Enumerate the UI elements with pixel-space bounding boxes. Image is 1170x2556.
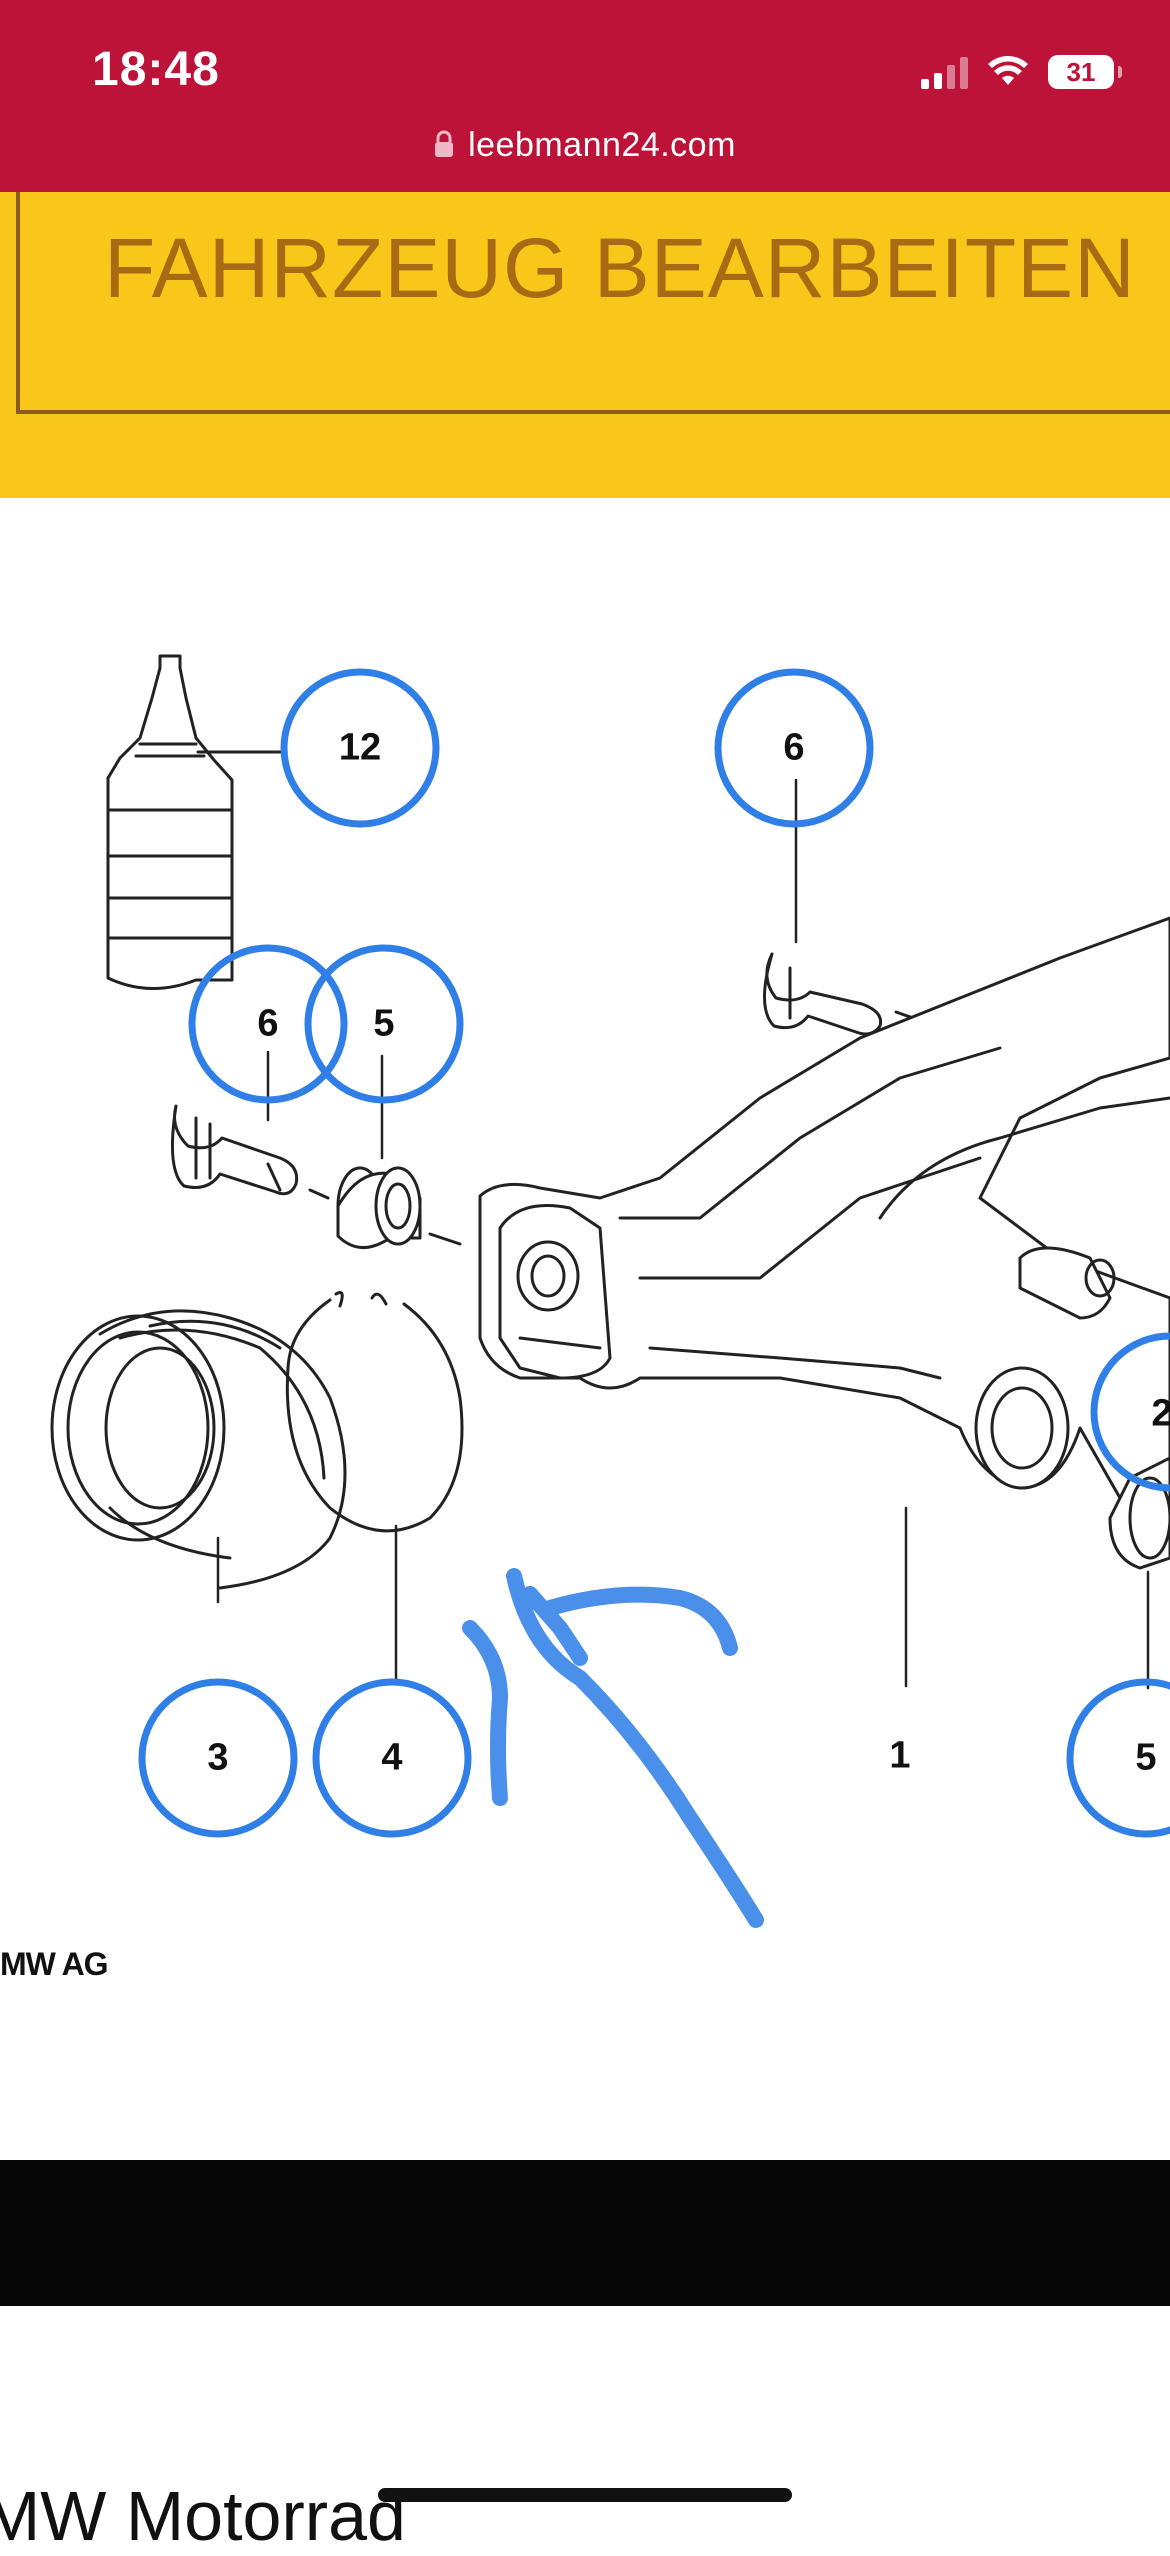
edit-vehicle-button[interactable]: FAHRZEUG BEARBEITEN xyxy=(104,221,1136,315)
bearing-illustration-left xyxy=(336,1166,462,1249)
circlip-illustration xyxy=(285,1291,464,1533)
callout-label[interactable]: 5 xyxy=(1135,1736,1157,1779)
cellular-signal-icon xyxy=(921,55,968,89)
status-icons: 31 xyxy=(921,50,1122,94)
url-text: leebmann24.com xyxy=(468,126,736,164)
callout-label[interactable]: 1 xyxy=(889,1734,911,1777)
callout-label[interactable]: 5 xyxy=(373,1002,395,1045)
callout-label[interactable]: 6 xyxy=(257,1002,279,1045)
callout-label[interactable]: 6 xyxy=(783,726,805,769)
diagram-drawing xyxy=(50,654,1170,1928)
browser-status-bar: 18:48 31 leebmann24.com xyxy=(0,0,1170,192)
section-heading: MW Motorrad xyxy=(0,2477,406,2555)
callout-label[interactable]: 4 xyxy=(381,1736,403,1779)
wifi-icon xyxy=(988,56,1028,85)
callout-label[interactable]: 2 xyxy=(1151,1392,1170,1435)
header-frame xyxy=(16,192,1170,414)
clock-time: 18:48 xyxy=(92,43,220,96)
grease-bottle-illustration xyxy=(106,654,286,990)
rubber-boot-illustration xyxy=(50,1309,347,1590)
battery-icon: 31 xyxy=(1048,55,1122,89)
annotation-circles xyxy=(138,668,1170,1838)
bolt-illustration-left xyxy=(170,1104,330,1200)
lock-icon xyxy=(435,130,454,157)
url-bar[interactable]: leebmann24.com xyxy=(0,126,1170,165)
copyright-text: MW AG xyxy=(0,1946,109,1982)
callout-label[interactable]: 3 xyxy=(207,1736,229,1779)
parts-diagram: 12 6 6 5 2 3 4 1 5 MW AG xyxy=(0,498,1170,2160)
callout-label[interactable]: 12 xyxy=(338,726,382,769)
swingarm-illustration xyxy=(478,916,1170,1500)
leader-lines xyxy=(216,778,1150,1690)
page-header: FAHRZEUG BEARBEITEN xyxy=(0,192,1170,498)
black-band xyxy=(0,2160,1170,2306)
handwritten-annotation xyxy=(462,1568,764,1928)
home-indicator[interactable] xyxy=(378,2488,792,2502)
